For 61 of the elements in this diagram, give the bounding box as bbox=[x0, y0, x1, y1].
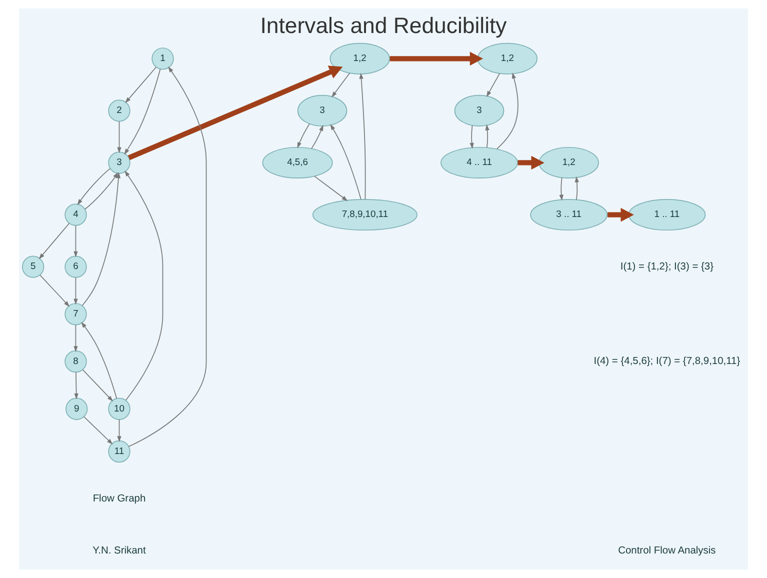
arrow bbox=[84, 172, 118, 210]
node-circle: 6 bbox=[64, 256, 87, 278]
arrow bbox=[40, 274, 70, 307]
node-circle: 1 bbox=[152, 48, 174, 70]
arrow bbox=[117, 419, 122, 442]
node-ellipse: 1 .. 11 bbox=[628, 199, 706, 231]
diagram-title: Intervals and Reducibility bbox=[260, 12, 507, 38]
arrow bbox=[128, 66, 207, 447]
node-circle: 9 bbox=[66, 398, 88, 420]
node-ellipse: 3 .. 11 bbox=[530, 199, 608, 231]
label: Flow Graph bbox=[92, 494, 146, 505]
arrow bbox=[84, 416, 113, 445]
arrow bbox=[297, 124, 310, 148]
node-circle: 7 bbox=[64, 303, 87, 326]
arrow bbox=[117, 121, 122, 154]
arrow bbox=[311, 124, 324, 149]
arrow bbox=[359, 72, 366, 200]
arrow bbox=[485, 124, 490, 148]
arrow bbox=[77, 168, 111, 206]
arrow bbox=[486, 73, 500, 98]
arrow bbox=[314, 176, 348, 202]
label: Control Flow Analysis bbox=[618, 546, 716, 557]
arrow bbox=[390, 52, 484, 66]
label: Y.N. Srikant bbox=[92, 546, 146, 557]
arrow bbox=[496, 72, 518, 150]
arrow bbox=[38, 222, 70, 260]
node-ellipse: 3 bbox=[454, 94, 504, 126]
node-circle: 4 bbox=[64, 204, 87, 226]
node-ellipse: 7,8,9,10,11 bbox=[312, 199, 418, 231]
label: I(4) = {4,5,6}; I(7) = {7,8,9,10,11} bbox=[594, 356, 740, 368]
node-ellipse: 1,2 bbox=[477, 42, 538, 74]
node-ellipse: 4,5,6 bbox=[262, 146, 333, 179]
node-ellipse: 3 bbox=[297, 94, 348, 126]
label: I(1) = {1,2}; I(3) = {3} bbox=[620, 261, 714, 272]
arrow bbox=[82, 369, 114, 402]
arrow bbox=[470, 125, 474, 149]
arrow bbox=[124, 68, 161, 155]
node-circle: 11 bbox=[108, 440, 130, 463]
arrow bbox=[74, 225, 78, 258]
arrow bbox=[124, 170, 164, 401]
node-circle: 10 bbox=[108, 398, 130, 420]
node-circle: 5 bbox=[22, 256, 44, 278]
arrow bbox=[332, 72, 350, 98]
node-circle: 3 bbox=[108, 152, 130, 174]
node-ellipse: 1,2 bbox=[330, 42, 390, 74]
arrow bbox=[82, 172, 121, 306]
arrow bbox=[74, 277, 78, 305]
arrow bbox=[330, 124, 362, 200]
arrow bbox=[81, 322, 118, 399]
arrow bbox=[608, 208, 634, 222]
arrow bbox=[128, 66, 343, 160]
arrow bbox=[74, 324, 78, 352]
node-ellipse: 1,2 bbox=[538, 146, 599, 179]
arrow bbox=[559, 177, 564, 201]
node-circle: 2 bbox=[108, 100, 130, 122]
node-ellipse: 4 .. 11 bbox=[440, 146, 518, 179]
node-circle: 8 bbox=[64, 350, 87, 373]
arrow bbox=[574, 176, 579, 200]
arrow bbox=[74, 372, 78, 400]
arrow bbox=[518, 156, 544, 170]
arrow bbox=[125, 66, 157, 104]
